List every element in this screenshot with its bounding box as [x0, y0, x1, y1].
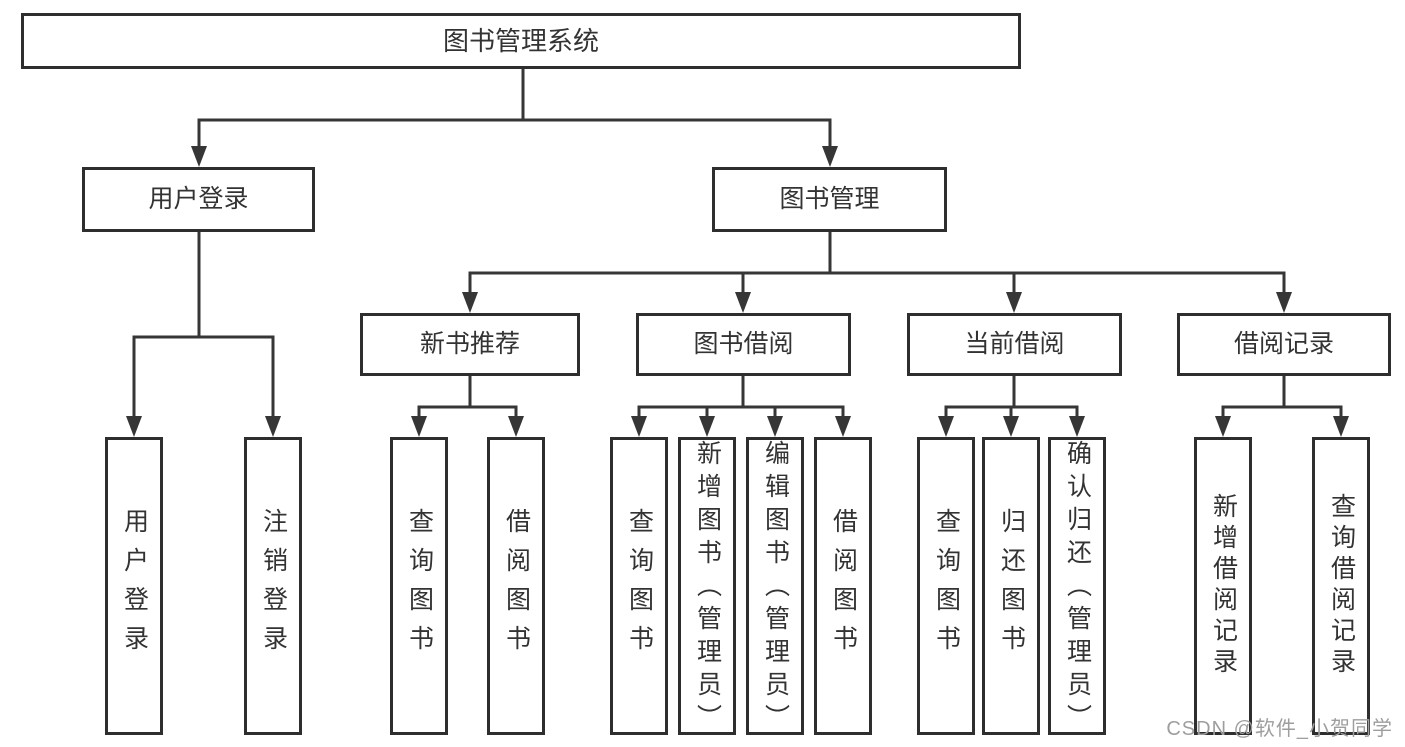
node-borrow-records: 借阅记录 — [1177, 313, 1391, 376]
node-root-system: 图书管理系统 — [21, 13, 1021, 69]
leaf-logout: 注销登录 — [244, 437, 302, 735]
leaf-borrow-books-recommend: 借阅图书 — [487, 437, 545, 735]
leaf-query-books-borrow: 查询图书 — [610, 437, 668, 735]
node-book-borrow: 图书借阅 — [636, 313, 851, 376]
node-book-management: 图书管理 — [712, 167, 947, 232]
leaf-user-login: 用户登录 — [105, 437, 163, 735]
node-current-borrow: 当前借阅 — [907, 313, 1122, 376]
leaf-add-borrow-record: 新增借阅记录 — [1194, 437, 1252, 735]
leaf-query-borrow-record: 查询借阅记录 — [1312, 437, 1370, 735]
leaf-query-books-current: 查询图书 — [917, 437, 975, 735]
csdn-watermark: CSDN @软件_小贺同学 — [1166, 718, 1393, 740]
leaf-borrow-books: 借阅图书 — [814, 437, 872, 735]
leaf-edit-books-admin: 编辑图书（管理员） — [746, 437, 804, 737]
leaf-confirm-return-admin: 确认归还（管理员） — [1048, 437, 1106, 737]
leaf-add-books-admin: 新增图书（管理员） — [678, 437, 736, 737]
leaf-query-books-recommend: 查询图书 — [390, 437, 448, 735]
leaf-return-books: 归还图书 — [982, 437, 1040, 735]
node-user-login: 用户登录 — [82, 167, 315, 232]
node-new-book-recommend: 新书推荐 — [360, 313, 580, 376]
